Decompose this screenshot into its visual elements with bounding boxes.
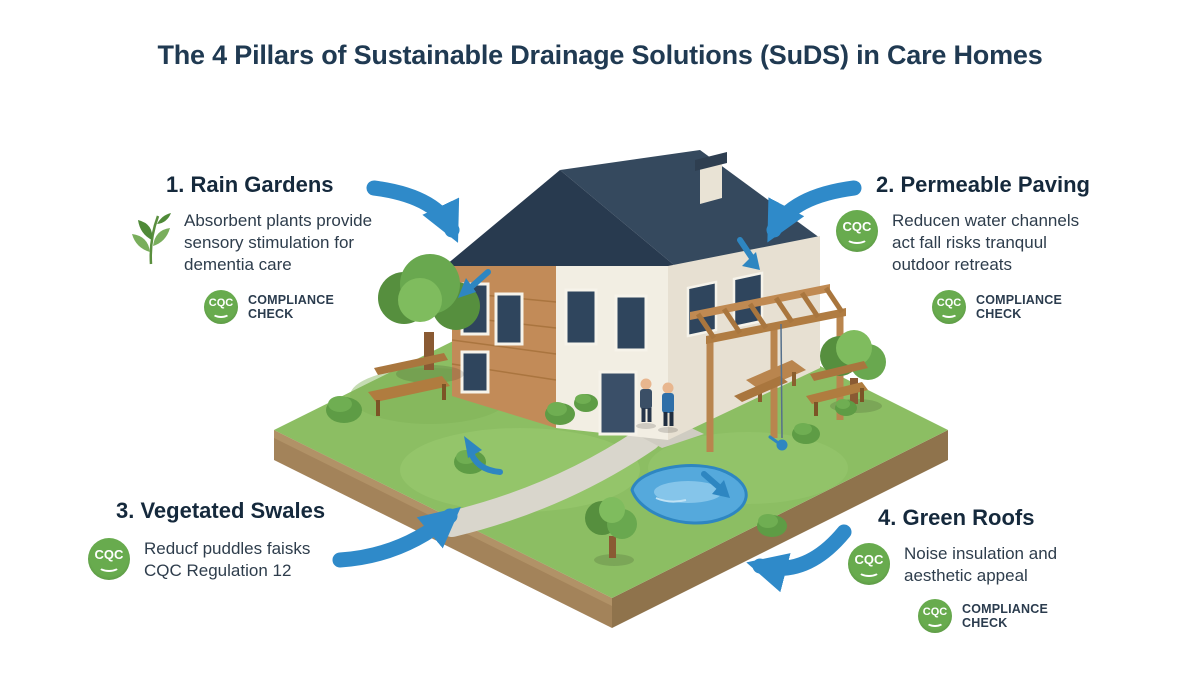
section-permeable-paving: 2. Permeable Paving CQC Reducen water ch… xyxy=(836,172,1104,325)
section-description: Absorbent plants provide sensory stimula… xyxy=(184,211,373,275)
pond xyxy=(630,464,748,525)
compliance-label: COMPLIANCE CHECK xyxy=(248,292,335,322)
section-description: Reducf puddles faisks CQC Regulation 12 xyxy=(144,539,311,581)
plant-sprig-icon xyxy=(132,213,171,265)
cqc-badge-icon: CQC xyxy=(204,290,238,325)
cqc-smile-icon xyxy=(846,232,868,244)
section-green-roofs: 4. Green Roofs CQC Noise insulation and … xyxy=(848,505,1098,634)
arrow-green-roofs xyxy=(746,524,852,593)
section-body: CQC Reducen water channels act fall risk… xyxy=(836,210,1104,276)
watering-can-icon xyxy=(768,323,788,451)
cqc-smile-icon xyxy=(212,308,230,318)
section-body: CQC Reducf puddles faisks CQC Regulation… xyxy=(88,538,378,582)
benches xyxy=(368,353,868,416)
compliance-check: CQC COMPLIANCE CHECK xyxy=(932,290,1104,325)
section-heading: 2. Permeable Paving xyxy=(876,172,1090,197)
section-description: Reducen water channels act fall risks tr… xyxy=(892,211,1080,275)
cqc-badge-icon: CQC xyxy=(88,538,130,580)
bench-right xyxy=(806,361,868,416)
residents xyxy=(636,378,678,433)
cqc-smile-icon xyxy=(940,308,958,318)
section-heading: 1. Rain Gardens xyxy=(166,172,334,197)
cqc-badge-icon: CQC xyxy=(836,210,878,252)
section-heading: 4. Green Roofs xyxy=(878,505,1035,530)
section-rain-gardens: 1. Rain Gardens Absorbent plants provide… xyxy=(128,172,400,325)
section-body: Absorbent plants provide sensory stimula… xyxy=(128,210,400,276)
front-door xyxy=(598,370,638,436)
pergola xyxy=(690,284,846,452)
section-heading: 3. Vegetated Swales xyxy=(116,498,326,523)
picnic-table xyxy=(734,360,806,402)
section-body: CQC Noise insulation and aesthetic appea… xyxy=(848,543,1098,587)
tree-front xyxy=(585,497,637,558)
callout-arrows xyxy=(332,180,862,593)
cqc-badge-icon: CQC xyxy=(932,290,966,325)
section-vegetated-swales: 3. Vegetated Swales CQC Reducf puddles f… xyxy=(88,498,378,582)
water-flow-icons xyxy=(458,237,788,498)
arrow-vegetated-swales xyxy=(332,506,461,568)
section-description: Noise insulation and aesthetic appeal xyxy=(904,544,1058,586)
compliance-label: COMPLIANCE CHECK xyxy=(976,292,1063,322)
compliance-label: COMPLIANCE CHECK xyxy=(962,601,1049,631)
page-title: The 4 Pillars of Sustainable Drainage So… xyxy=(157,40,1043,70)
compliance-check: CQC COMPLIANCE CHECK xyxy=(918,599,1098,634)
cqc-smile-icon xyxy=(858,565,880,577)
arrow-permeable-paving xyxy=(766,180,862,243)
cqc-badge-icon: CQC xyxy=(848,543,890,585)
arrow-rain-gardens xyxy=(366,180,460,243)
cqc-smile-icon xyxy=(98,560,120,572)
cqc-badge-icon: CQC xyxy=(918,599,952,634)
cqc-smile-icon xyxy=(926,617,944,627)
bench-left xyxy=(368,353,450,416)
compliance-check: CQC COMPLIANCE CHECK xyxy=(204,290,400,325)
bushes xyxy=(326,394,857,537)
